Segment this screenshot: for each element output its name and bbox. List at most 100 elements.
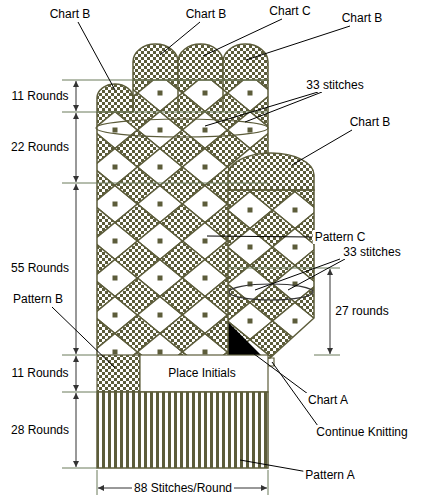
chart-label: Place Initials [166, 366, 237, 380]
chart-label: Chart B [48, 7, 93, 21]
diamond [318, 192, 363, 229]
diamond [25, 315, 70, 352]
diamond [25, 56, 70, 93]
center-dot [68, 387, 73, 392]
finger-tip [97, 84, 133, 112]
center-dot [248, 91, 253, 96]
gusset-triangle [228, 322, 264, 358]
chart-label: Pattern A [303, 468, 356, 482]
diamond [48, 38, 93, 75]
center-dot [113, 165, 118, 170]
chart-label: Chart C [267, 4, 312, 18]
chart-label: Continue Knitting [314, 425, 409, 439]
center-dot [203, 239, 208, 244]
diamond [160, 210, 205, 247]
center-dot [248, 128, 253, 133]
diamond [183, 303, 228, 340]
center-dot [113, 313, 118, 318]
diamond [25, 204, 70, 241]
center-dot [158, 165, 163, 170]
diamond [160, 173, 205, 210]
center-dot [203, 202, 208, 207]
center-dot [293, 245, 298, 250]
diamond [48, 186, 93, 223]
center-dot [203, 276, 208, 281]
diamond [273, 38, 318, 75]
center-dot [338, 319, 343, 324]
center-dot [338, 208, 343, 213]
chart-label: 28 Rounds [9, 423, 71, 437]
pattern-b-band [97, 355, 140, 392]
center-dot [158, 350, 163, 355]
center-dot [293, 91, 298, 96]
initials-band [140, 355, 268, 392]
chart-label: 55 Rounds [9, 261, 71, 275]
center-dot [68, 165, 73, 170]
center-dot [203, 91, 208, 96]
center-dot [293, 350, 298, 355]
diamond [48, 149, 93, 186]
chart-label: 33 stitches [341, 245, 402, 259]
round-guides [62, 80, 340, 495]
chart-label: 88 Stitches/Round [132, 481, 234, 495]
finger-tip [223, 44, 268, 80]
diamond [25, 167, 70, 204]
center-dot [338, 282, 343, 287]
center-dot [158, 91, 163, 96]
thumb-tip [228, 153, 314, 190]
center-dot [68, 276, 73, 281]
center-dot [68, 239, 73, 244]
center-dot [68, 128, 73, 133]
center-dot [338, 356, 343, 361]
center-dot [293, 54, 298, 59]
chart-label: 22 Rounds [9, 140, 71, 154]
center-dot [203, 128, 208, 133]
dimension-lines [76, 81, 330, 488]
chart-label: 11 Rounds [9, 366, 70, 380]
stitch-loop [96, 119, 268, 137]
diamond [48, 223, 93, 260]
center-dot [203, 313, 208, 318]
center-dot [248, 319, 253, 324]
diamond [183, 229, 228, 266]
center-dot [293, 356, 298, 361]
diamond [25, 389, 70, 426]
diamond [160, 247, 205, 284]
center-dot [203, 171, 208, 176]
center-dot [293, 128, 298, 133]
diamond [318, 155, 363, 192]
chart-label: 27 rounds [333, 304, 390, 318]
center-dot [158, 128, 163, 133]
center-dot [203, 208, 208, 213]
cuff [97, 392, 268, 468]
center-dot [203, 319, 208, 324]
center-dot [158, 276, 163, 281]
diamond [318, 340, 363, 377]
center-dot [248, 245, 253, 250]
chart-label: Pattern C [313, 230, 368, 244]
center-dot [293, 319, 298, 324]
finger-tip [133, 44, 178, 80]
center-dot [158, 313, 163, 318]
center-dot [203, 350, 208, 355]
chart-label: 11 Rounds [9, 89, 70, 103]
center-dot [338, 171, 343, 176]
chart-label: Chart B [340, 11, 385, 25]
diamond [183, 192, 228, 229]
center-dot [113, 54, 118, 59]
center-dot [113, 239, 118, 244]
center-dot [68, 202, 73, 207]
center-dot [68, 54, 73, 59]
center-dot [293, 208, 298, 213]
center-dot [68, 313, 73, 318]
diamond [295, 321, 340, 358]
center-dot [158, 239, 163, 244]
diamond [160, 321, 205, 358]
diamond [183, 266, 228, 303]
diamond [93, 38, 138, 75]
center-dot [158, 202, 163, 207]
center-dot [113, 202, 118, 207]
center-dot [203, 282, 208, 287]
chart-label: 33 stitches [304, 78, 365, 92]
